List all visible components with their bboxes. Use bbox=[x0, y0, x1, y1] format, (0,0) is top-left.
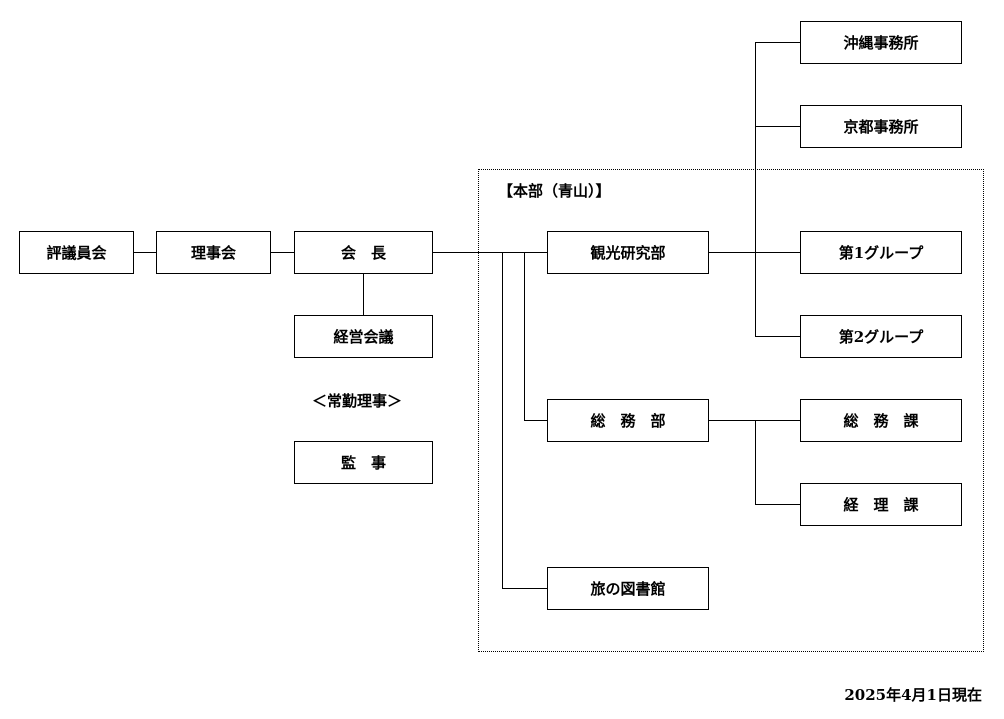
honbu-region bbox=[478, 169, 984, 652]
group2-box: 第2グループ bbox=[800, 315, 962, 358]
somubu-box: 総 務 部 bbox=[547, 399, 709, 442]
honbu-label: 【本部（青山）】 bbox=[498, 182, 611, 200]
group1-box: 第1グループ bbox=[800, 231, 962, 274]
hyogiin-box: 評議員会 bbox=[19, 231, 134, 274]
kanko-box: 観光研究部 bbox=[547, 231, 709, 274]
somuka-box: 総 務 課 bbox=[800, 399, 962, 442]
tabi-box: 旅の図書館 bbox=[547, 567, 709, 610]
rijikai-box: 理事会 bbox=[156, 231, 271, 274]
keirika-box: 経 理 課 bbox=[800, 483, 962, 526]
as-of-date: 2025年4月1日現在 bbox=[844, 686, 982, 704]
okinawa-box: 沖縄事務所 bbox=[800, 21, 962, 64]
keiei-box: 経営会議 bbox=[294, 315, 433, 358]
kyoto-box: 京都事務所 bbox=[800, 105, 962, 148]
joukin-label: ＜常勤理事＞ bbox=[312, 392, 403, 410]
kanji-box: 監 事 bbox=[294, 441, 433, 484]
kaicho-box: 会 長 bbox=[294, 231, 433, 274]
